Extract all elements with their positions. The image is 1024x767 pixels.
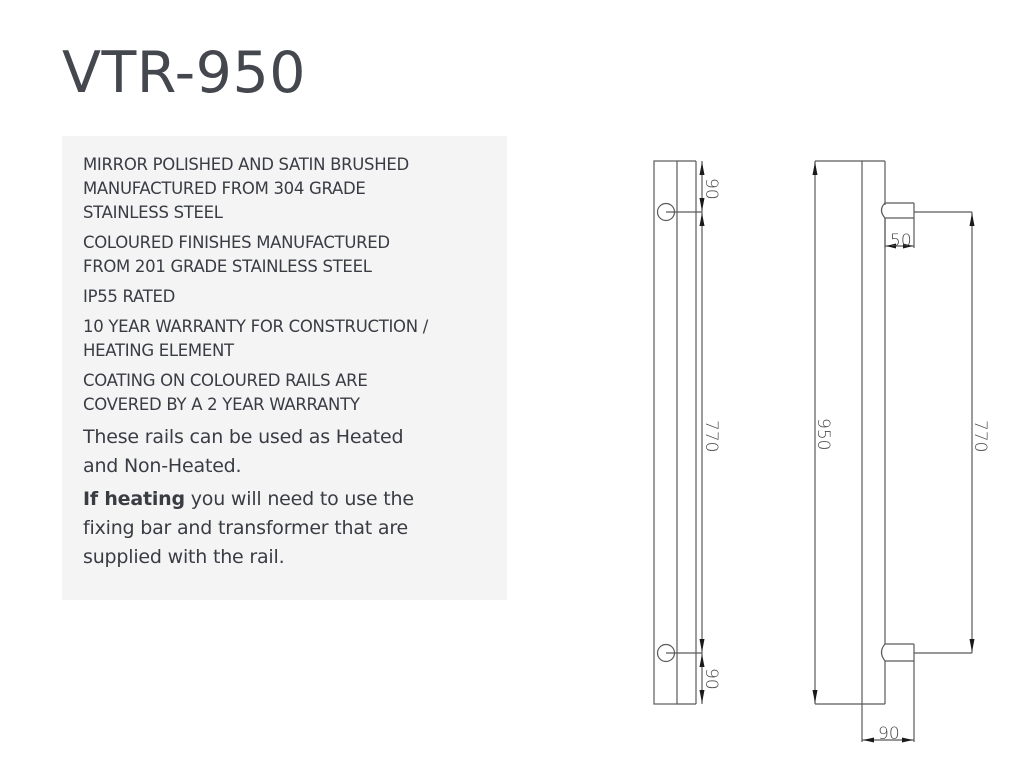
spec-finish: MIRROR POLISHED AND SATIN BRUSHED MANUFA…	[83, 153, 487, 225]
note-text: you will need to use the	[184, 488, 414, 510]
note-line: fixing bar and transformer that are	[83, 517, 409, 539]
spec-line: FROM 201 GRADE STAINLESS STEEL	[83, 257, 372, 276]
spec-line: HEATING ELEMENT	[83, 341, 234, 360]
spec-line: IP55 RATED	[83, 287, 176, 306]
note-line: If heating you will need to use the	[83, 485, 487, 514]
specifications-panel: MIRROR POLISHED AND SATIN BRUSHED MANUFA…	[62, 136, 507, 600]
mount-point-icon	[656, 202, 676, 222]
dim-front-middle: 770	[701, 420, 721, 452]
note-line: and Non-Heated.	[83, 455, 242, 477]
note-heating-requirements: If heating you will need to use the fixi…	[83, 485, 487, 572]
page-title: VTR-950	[62, 40, 306, 106]
spec-line: STAINLESS STEEL	[83, 203, 223, 222]
note-emphasis: If heating	[83, 488, 185, 510]
spec-coating-warranty: COATING ON COLOURED RAILS ARE COVERED BY…	[83, 369, 487, 417]
spec-line: MIRROR POLISHED AND SATIN BRUSHED	[83, 155, 409, 174]
mount-point-icon	[656, 643, 676, 663]
front-view: 90 770 90	[653, 160, 721, 705]
dim-side-bracket-depth: 50	[890, 231, 912, 251]
dim-side-bracket-spacing: 770	[970, 420, 990, 452]
spec-line: COLOURED FINISHES MANUFACTURED	[83, 233, 390, 252]
dim-side-total-depth: 90	[878, 724, 900, 744]
side-view: 950 50 770 90	[812, 160, 990, 744]
spec-ip-rating: IP55 RATED	[83, 285, 487, 309]
spec-coloured-finishes: COLOURED FINISHES MANUFACTURED FROM 201 …	[83, 231, 487, 279]
spec-line: COATING ON COLOURED RAILS ARE	[83, 371, 368, 390]
spec-warranty: 10 YEAR WARRANTY FOR CONSTRUCTION / HEAT…	[83, 315, 487, 363]
spec-line: 10 YEAR WARRANTY FOR CONSTRUCTION /	[83, 317, 428, 336]
spec-line: COVERED BY A 2 YEAR WARRANTY	[83, 395, 360, 414]
note-heated-usage: These rails can be used as Heated and No…	[83, 423, 487, 481]
spec-line: MANUFACTURED FROM 304 GRADE	[83, 179, 366, 198]
dim-side-overall: 950	[813, 418, 833, 450]
note-line: These rails can be used as Heated	[83, 426, 404, 448]
dim-front-bottom: 90	[701, 668, 721, 690]
note-line: supplied with the rail.	[83, 546, 285, 568]
dim-front-top: 90	[701, 178, 721, 200]
